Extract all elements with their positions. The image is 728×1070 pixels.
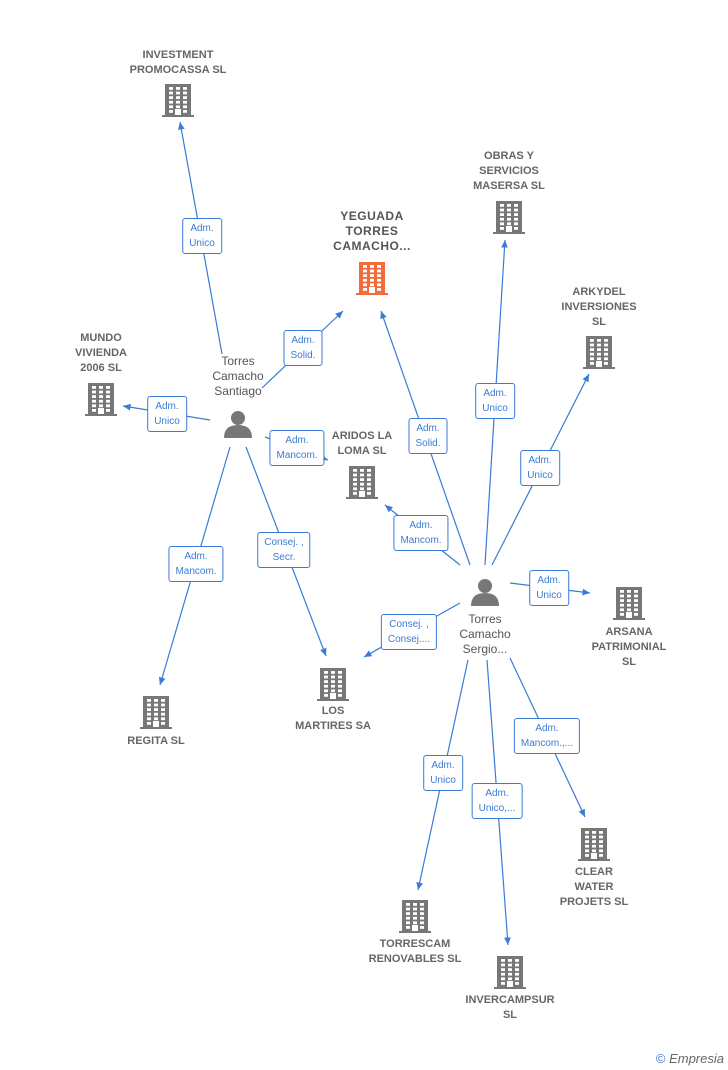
edge-label-santiago-mundo[interactable]: Adm. Unico [147, 396, 187, 432]
node-label-invercampsur[interactable]: INVERCAMPSUR SL [465, 994, 555, 1021]
person-icon-santiago[interactable] [224, 411, 252, 438]
edge-label-sergio-arkydel[interactable]: Adm. Unico [520, 450, 560, 486]
building-icon-investment[interactable] [162, 84, 194, 117]
edge-label-santiago-yeguada[interactable]: Adm. Solid. [283, 330, 323, 366]
copyright-icon: © [655, 1051, 666, 1066]
edge-label-sergio-yeguada[interactable]: Adm. Solid. [408, 418, 448, 454]
brand-name: Empresia [669, 1051, 724, 1066]
node-label-mundo[interactable]: MUNDO VIVIENDA 2006 SL [75, 332, 127, 374]
building-icon-torrescam[interactable] [399, 900, 431, 933]
edge-label-sergio-martires[interactable]: Consej. , Consej.... [380, 614, 438, 650]
edge-label-sergio-invercampsur[interactable]: Adm. Unico,... [471, 783, 523, 819]
edge-label-santiago-investment[interactable]: Adm. Unico [182, 218, 222, 254]
edge-label-sergio-torrescam[interactable]: Adm. Unico [423, 755, 463, 791]
building-icon-obras[interactable] [493, 201, 525, 234]
edge-label-sergio-clear[interactable]: Adm. Mancom.,... [513, 718, 581, 754]
building-icon-mundo[interactable] [85, 383, 117, 416]
edge-label-santiago-martires[interactable]: Consej. , Secr. [257, 532, 311, 568]
node-label-martires[interactable]: LOS MARTIRES SA [295, 705, 371, 732]
building-icon-arsana[interactable] [613, 587, 645, 620]
node-label-clear[interactable]: CLEAR WATER PROJETS SL [559, 866, 629, 908]
empresia-watermark[interactable]: © Empresia [656, 1051, 724, 1066]
node-label-sergio[interactable]: Torres Camacho Sergio... [459, 612, 511, 656]
building-icon-aridos[interactable] [346, 466, 378, 499]
edge-label-santiago-regita[interactable]: Adm. Mancom. [168, 546, 224, 582]
node-label-obras[interactable]: OBRAS Y SERVICIOS MASERSA SL [473, 150, 545, 192]
building-icon-martires[interactable] [317, 668, 349, 701]
node-label-torrescam[interactable]: TORRESCAM RENOVABLES SL [368, 938, 462, 965]
building-icon-invercampsur[interactable] [494, 956, 526, 989]
edge-label-santiago-aridos[interactable]: Adm. Mancom. [269, 430, 325, 466]
node-label-yeguada[interactable]: YEGUADA TORRES CAMACHO... [333, 209, 411, 253]
building-icon-yeguada[interactable] [356, 262, 388, 295]
node-label-regita[interactable]: REGITA SL [127, 735, 185, 747]
edge-label-sergio-obras[interactable]: Adm. Unico [475, 383, 515, 419]
building-icon-regita[interactable] [140, 696, 172, 729]
node-label-investment[interactable]: INVESTMENT PROMOCASSA SL [129, 49, 227, 76]
edge-label-sergio-arsana[interactable]: Adm. Unico [529, 570, 569, 606]
building-icon-arkydel[interactable] [583, 336, 615, 369]
node-label-aridos[interactable]: ARIDOS LA LOMA SL [331, 430, 393, 457]
node-label-arkydel[interactable]: ARKYDEL INVERSIONES SL [561, 286, 637, 328]
node-label-arsana[interactable]: ARSANA PATRIMONIAL SL [591, 626, 667, 668]
node-label-santiago[interactable]: Torres Camacho Santiago [212, 354, 264, 398]
person-icon-sergio[interactable] [471, 579, 499, 606]
building-icon-clear[interactable] [578, 828, 610, 861]
edge-label-sergio-aridos[interactable]: Adm. Mancom. [393, 515, 449, 551]
